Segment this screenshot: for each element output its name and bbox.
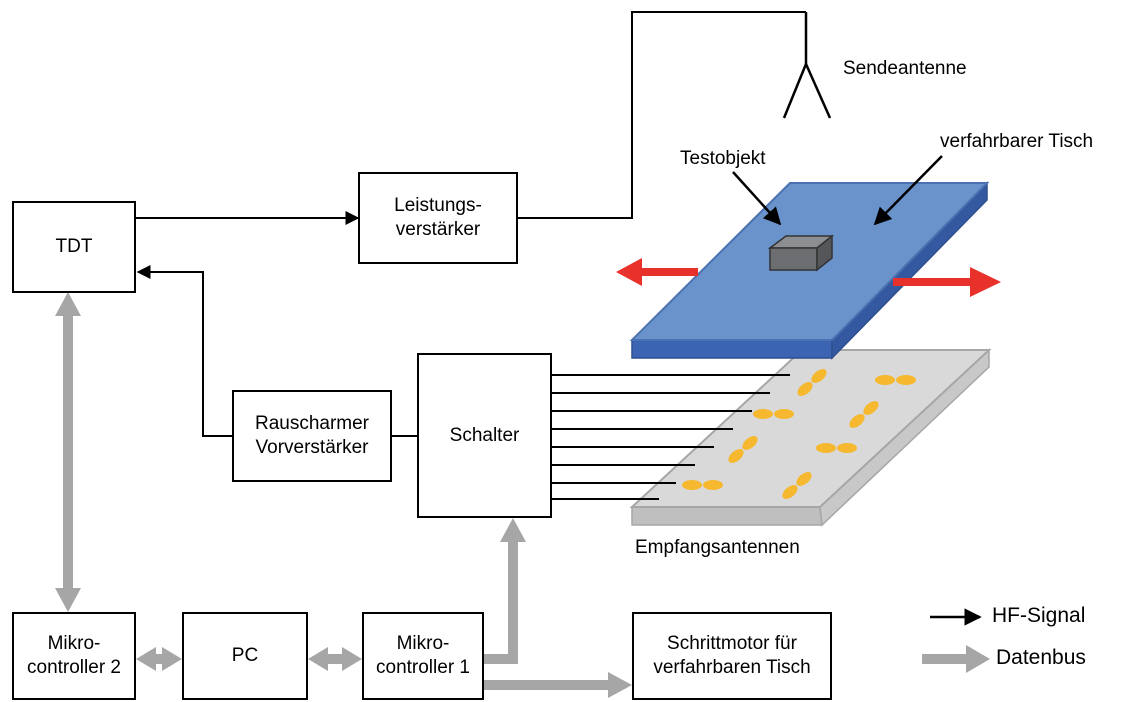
sendeantenne-label: Sendeantenne [843,58,967,79]
bus-mc1-schalter-horizontal [484,654,518,664]
data-bus-arrows [55,292,632,698]
schrittmotor-box: Schrittmotor für verfahrbaren Tisch [632,612,832,700]
antenna-element [753,409,773,419]
antenna-element [816,443,836,453]
test-object-side [816,234,833,272]
receiver-plate-top [629,349,992,508]
antenna-element [703,480,723,490]
move-right-arrow-head [970,267,1001,297]
legend-hf-signal-label: HF-Signal [992,604,1086,627]
antenna-element [863,401,879,415]
legend-datenbus-shaft [922,654,972,664]
antenna-element [728,449,744,463]
table-movement-arrows [616,258,1001,297]
legend-datenbus-head [966,645,990,673]
send-antenna [782,12,832,119]
bus-mc2-pc-head-right [162,647,182,671]
move-right-arrow [893,267,1001,297]
pc-box: PC [182,612,308,700]
hf-signal-lines [136,11,806,437]
receiver-antenna-plate [629,348,992,527]
switch-output-lines [552,374,790,500]
bus-mc2-pc [136,647,182,671]
antenna-element [782,485,798,499]
bus-mc1-schalter [484,518,526,664]
mikrocontroller1-box: Mikro- controller 1 [362,612,484,700]
receiver-antenna-elements [682,369,916,499]
legend-glyphs [922,608,990,673]
antenna-element [875,375,895,385]
antenna-element [896,375,916,385]
send-antenna-left-leg [782,63,808,119]
receiver-plate-side [631,506,823,526]
move-left-arrow-shaft [638,268,698,276]
mikrocontroller2-box: Mikro- controller 2 [12,612,136,700]
testobjekt-label: Testobjekt [680,148,766,169]
bus-pc-mc1-head-right [342,647,362,671]
antenna-element [797,382,813,396]
legend-datenbus-arrow [922,645,990,673]
bus-mc1-schrittmotor-shaft [484,680,612,690]
move-left-arrow-head [616,258,642,286]
empfangsantennen-label: Empfangsantennen [635,537,800,558]
legend-datenbus-label: Datenbus [996,646,1086,669]
bus-mc1-schalter-head [500,518,526,542]
bus-pc-mc1-head-left [308,647,328,671]
test-object [767,234,835,272]
bus-mc1-schrittmotor [484,672,632,698]
bus-pc-mc1 [308,647,362,671]
antenna-element [837,443,857,453]
bus-mc2-pc-shaft [150,654,168,664]
tisch-pointer [873,155,943,226]
bus-tdt-mc2 [55,292,81,612]
tdt-box: TDT [12,201,136,293]
leistungsverstaerker-box: Leistungs- verstärker [358,172,518,264]
antenna-element [774,409,794,419]
antenna-element [742,436,758,450]
antenna-element [811,369,827,383]
bus-mc1-schrittmotor-head [608,672,632,698]
antenna-element [682,480,702,490]
hf-line-preamp-to-tdt [136,265,232,437]
bus-tdt-mc2-head-up [55,292,81,316]
bus-tdt-mc2-head-down [55,588,81,612]
schalter-box: Schalter [417,353,552,518]
move-left-arrow [616,258,698,286]
antenna-element [796,472,812,486]
bus-mc1-schalter-vertical [508,534,518,664]
tisch-label: verfahrbarer Tisch [940,131,1094,152]
table-front-side [631,339,833,359]
hf-line-amplifier-to-antenna [518,11,806,219]
antenna-element [849,414,865,428]
testobjekt-pointer [732,171,782,226]
move-right-arrow-shaft [893,278,973,286]
vorverstaerker-box: Rauscharmer Vorverstärker [232,390,392,482]
bus-mc2-pc-head-left [136,647,156,671]
bus-tdt-mc2-shaft [63,312,73,592]
test-object-front [769,247,818,271]
bus-pc-mc1-shaft [322,654,348,664]
send-antenna-right-leg [804,63,832,119]
